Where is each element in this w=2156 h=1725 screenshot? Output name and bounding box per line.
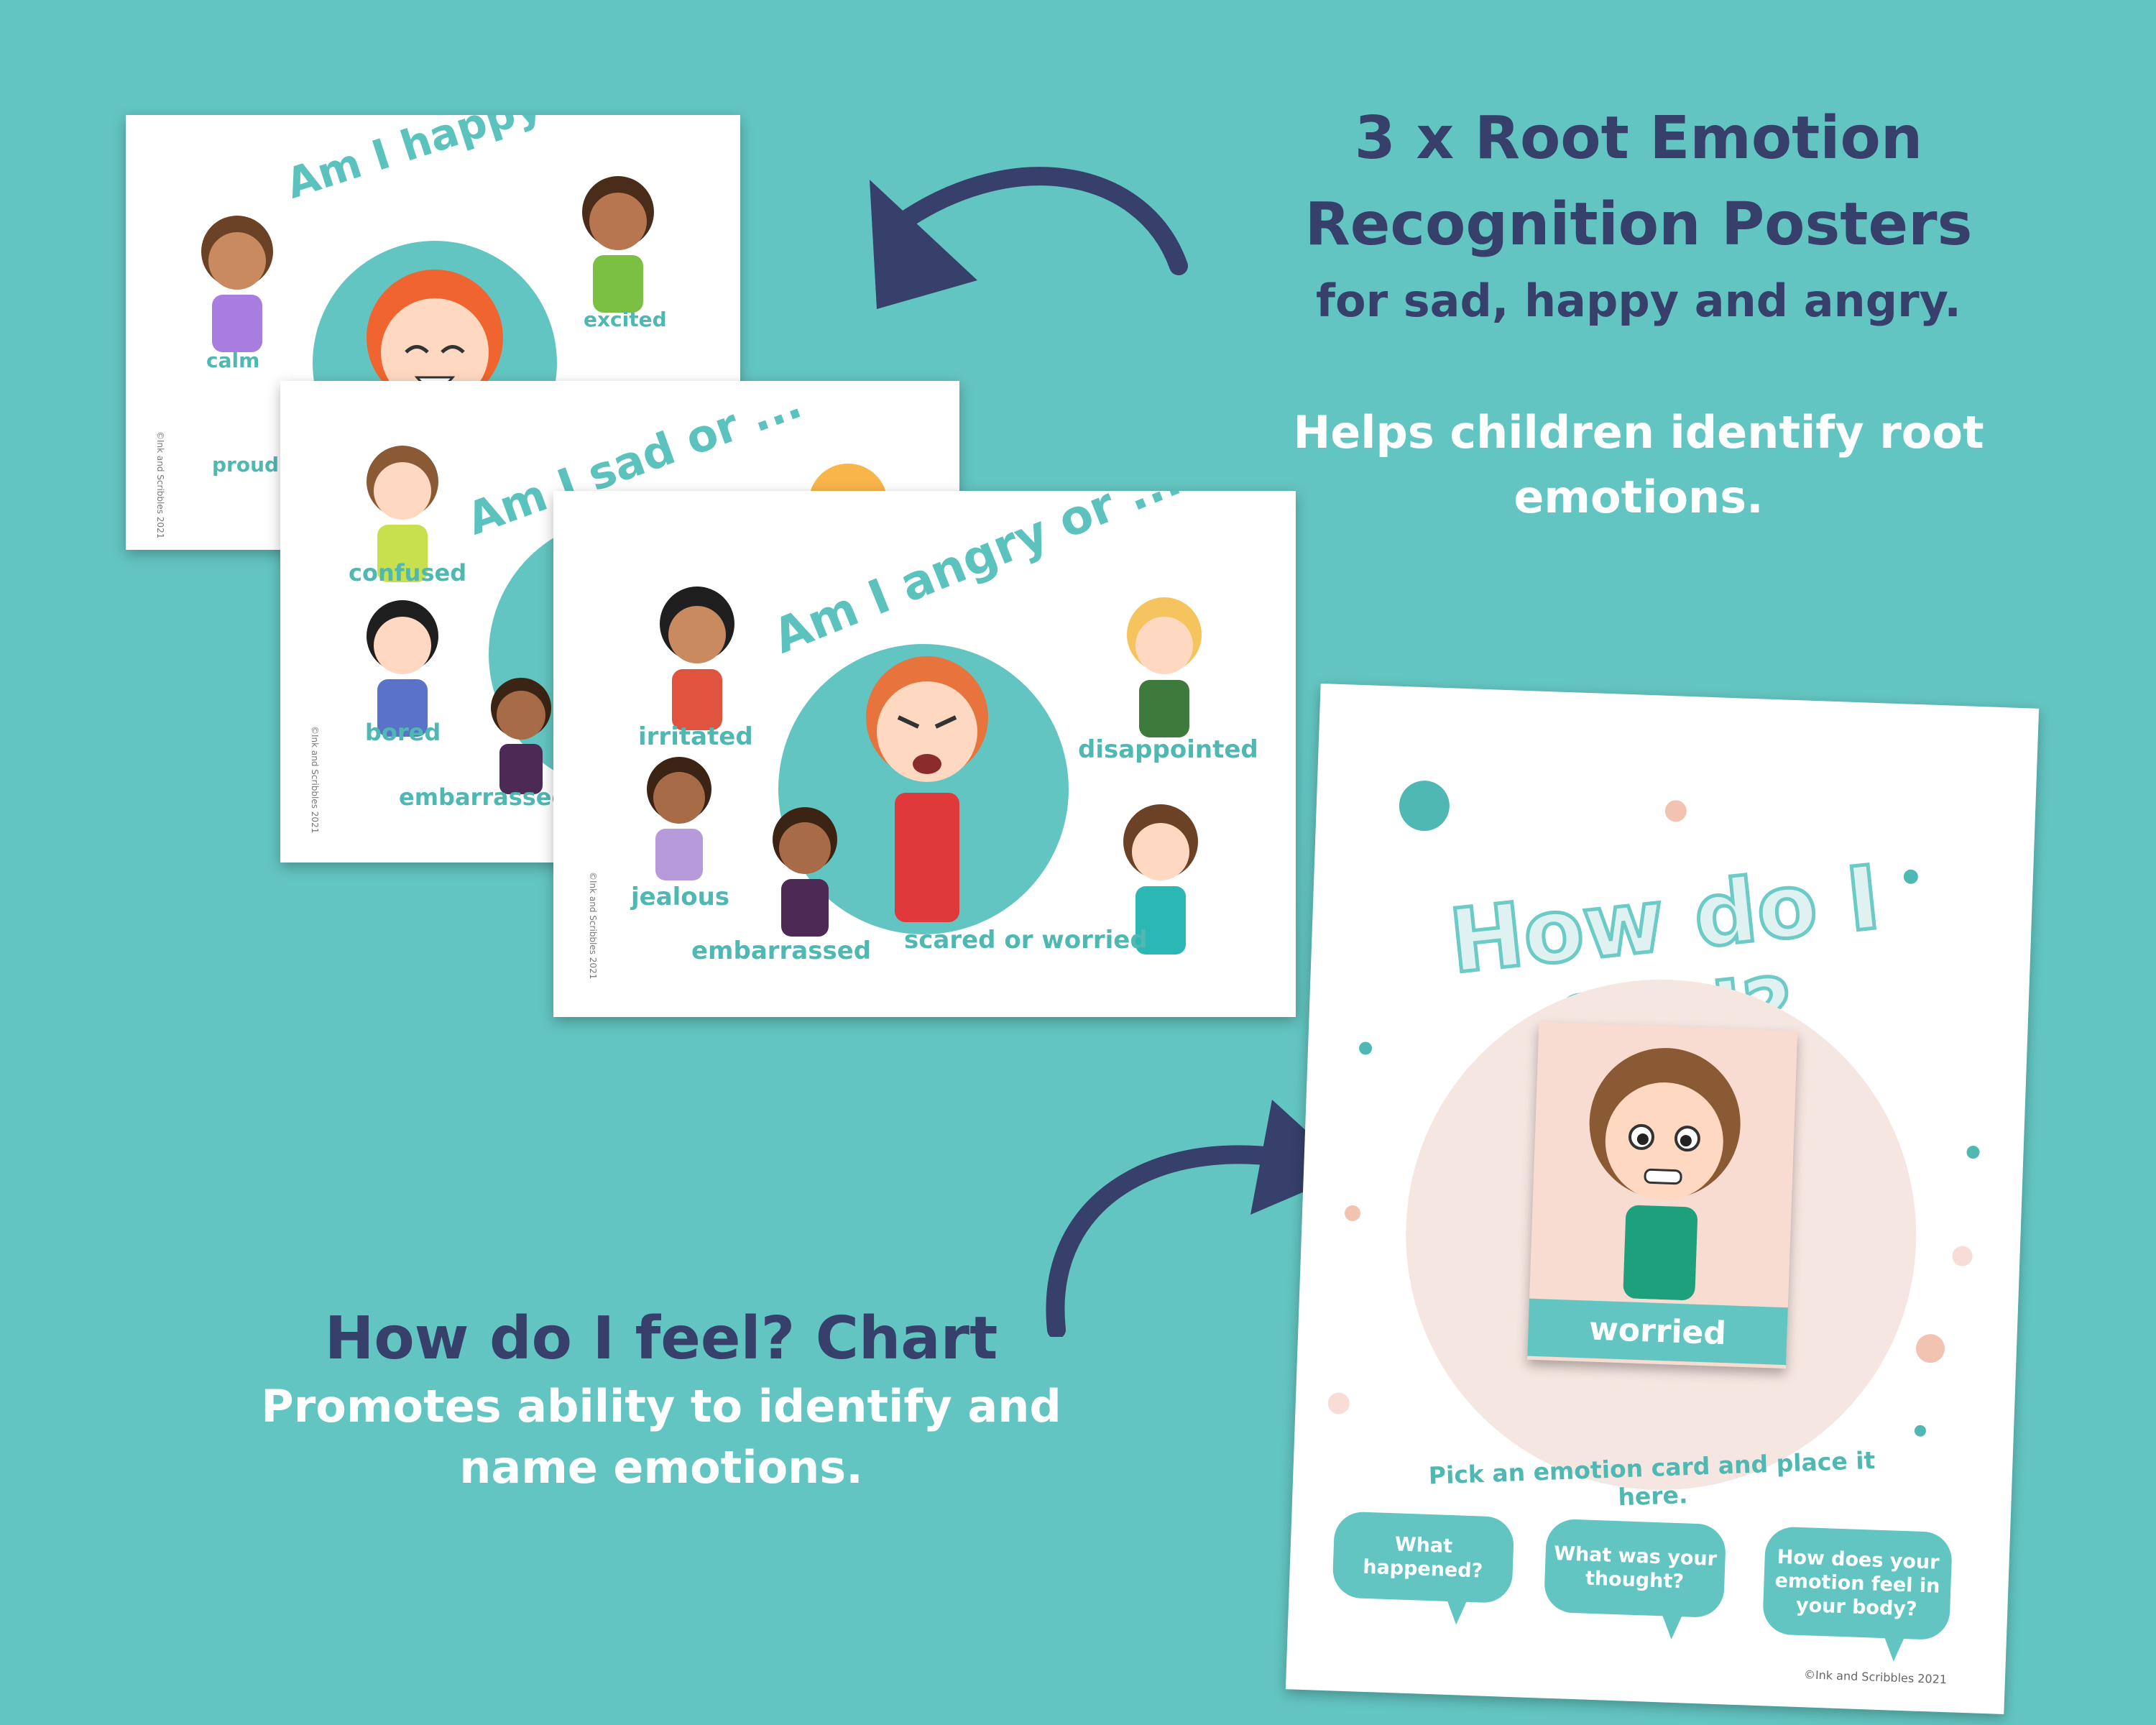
child-worried-icon: [1589, 1048, 1741, 1301]
child-embarrassed-icon: [773, 807, 837, 937]
child-embarrassed-icon: [491, 678, 551, 794]
emotion-label-scared-or-worried: scared or worried: [904, 926, 1148, 954]
question-bubble-what-was-your-thought: What was your thought?: [1543, 1518, 1727, 1619]
emotion-label-embarrassed: embarrassed: [691, 937, 872, 965]
child-excited-icon: [582, 176, 654, 313]
copyright: ©Ink and Scribbles 2021: [588, 872, 598, 980]
headline-line3: for sad, happy and angry.: [1316, 275, 1961, 327]
curved-arrow-icon: [1046, 1100, 1351, 1337]
emotion-card: worried: [1527, 1021, 1798, 1369]
emotion-label-bored: bored: [365, 719, 441, 746]
child-calm-icon: [201, 216, 273, 352]
emotion-label-irritated: irritated: [638, 722, 753, 751]
question-bubble-how-does-your-emotion-feel: How does your emotion feel in your body?: [1761, 1526, 1953, 1641]
copyright: ©Ink and Scribbles 2021: [155, 431, 165, 539]
emotion-label-proud: proud: [212, 453, 280, 477]
decorative-dots: [1327, 781, 1980, 1437]
child-irritated-icon: [660, 586, 734, 730]
emotion-label-excited: excited: [584, 308, 667, 331]
chart-desc2: name emotions.: [459, 1441, 863, 1494]
emotion-label-disappointed: disappointed: [1078, 735, 1258, 764]
headline-desc2: emotions.: [1514, 471, 1764, 523]
child-confused-icon: [367, 446, 438, 582]
emotion-card-label: worried: [1527, 1298, 1788, 1366]
child-scared-icon: [1123, 804, 1198, 954]
bubble-tail: [1446, 1599, 1468, 1625]
child-jealous-icon: [647, 757, 711, 880]
chart-desc1: Promotes ability to identify and: [261, 1380, 1061, 1432]
chart-title: How do I feel? Chart: [324, 1305, 998, 1373]
bubble-tail: [1661, 1614, 1682, 1640]
emotion-label-confused: confused: [349, 559, 467, 586]
headline-desc1: Helps children identify root: [1293, 406, 1984, 459]
bubble-tail: [1883, 1637, 1904, 1662]
headline-line1: 3 x Root Emotion: [1354, 104, 1923, 172]
emotion-label-jealous: jealous: [631, 883, 730, 911]
headline-line2: Recognition Posters: [1304, 190, 1973, 259]
child-bored-icon: [367, 600, 438, 737]
poster-angry: Am I angry or ... irritated disappointed…: [553, 491, 1296, 1017]
curved-arrow-icon: [870, 167, 1188, 309]
child-disappointed-icon: [1127, 597, 1202, 737]
question-bubble-what-happened: What happened?: [1332, 1511, 1515, 1604]
feel-chart-poster: How do I feel? worried Pick an emotion c…: [1285, 683, 2040, 1715]
copyright: ©Ink and Scribbles 2021: [310, 726, 320, 834]
emotion-label-calm: calm: [206, 349, 260, 372]
emotion-label-embarrassed: embarrassed: [399, 783, 568, 811]
teal-circle: [778, 644, 1069, 934]
child-angry-icon: [866, 656, 988, 922]
